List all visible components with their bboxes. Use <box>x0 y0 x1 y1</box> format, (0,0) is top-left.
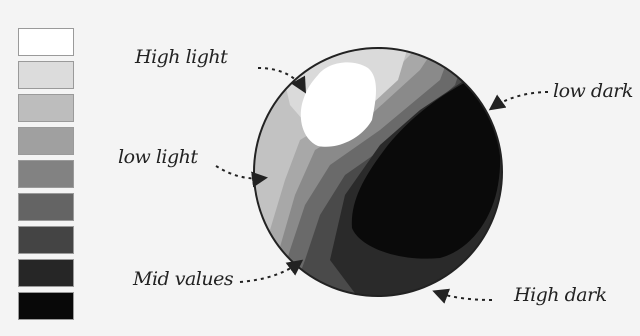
arrow-low-dark <box>492 92 548 108</box>
label-mid-values: Mid values <box>133 268 233 290</box>
label-low-light: low light <box>118 146 198 168</box>
label-low-dark: low dark <box>553 80 633 102</box>
arrow-mid-values <box>240 262 300 282</box>
label-high-dark: High dark <box>514 284 607 306</box>
arrow-high-dark <box>436 292 492 300</box>
label-high-light: High light <box>135 46 227 68</box>
